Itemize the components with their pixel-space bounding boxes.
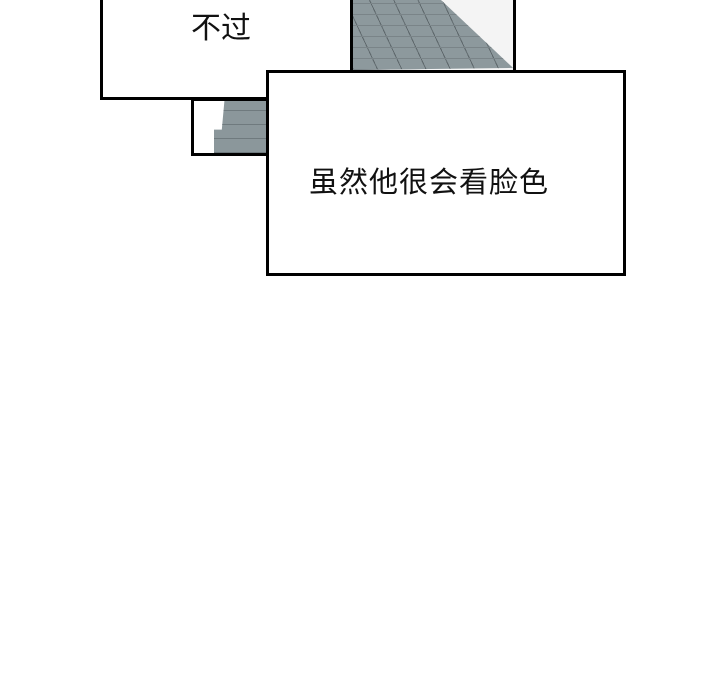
speech-box-main: 虽然他很会看脸色: [266, 70, 626, 276]
tile-floor-image: [214, 101, 266, 153]
hallway-panel: [350, 0, 516, 73]
caption-text: 不过: [191, 11, 251, 46]
caption-text: 虽然他很会看脸色: [309, 165, 550, 199]
hallway-thumbnail-panel: [191, 98, 269, 156]
tile-floor-image: [353, 0, 513, 70]
